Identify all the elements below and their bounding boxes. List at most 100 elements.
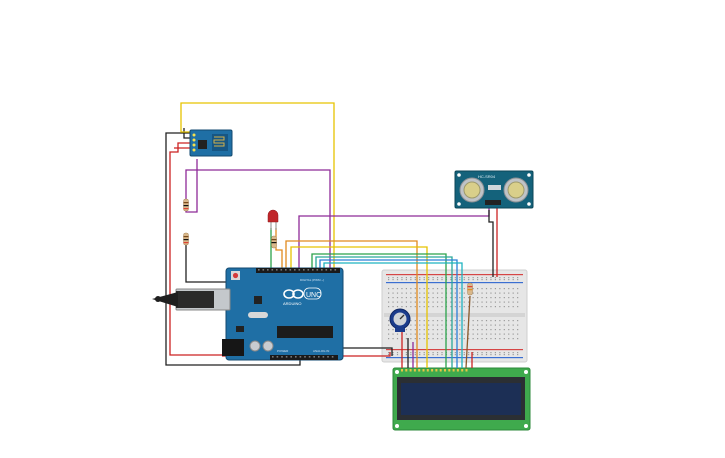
arduino-uno-board[interactable]: UNO ARDUINO DIGITAL (PWM ~) ANALOG IN PO…	[152, 267, 344, 361]
breadboard-hole	[463, 333, 465, 335]
ultrasonic-sensor[interactable]: HC-SR04	[454, 170, 534, 209]
breadboard-hole	[468, 333, 470, 335]
lcd-pin	[444, 369, 446, 372]
breadboard-hole	[494, 288, 496, 290]
wire-orange-led	[275, 228, 283, 268]
wire-cyan-lcd	[323, 262, 463, 368]
lcd-pin	[426, 369, 429, 372]
rail-hole	[472, 277, 474, 279]
breadboard-hole	[508, 333, 510, 335]
wire-black-sensor-gnd	[488, 210, 494, 277]
breadboard-hole	[468, 301, 470, 303]
rail-hole	[512, 354, 514, 356]
rail-hole	[419, 279, 421, 281]
header-pin	[280, 269, 283, 271]
breadboard-hole	[432, 306, 434, 308]
resistor-top[interactable]	[183, 198, 189, 212]
board-brand-label: UNO	[306, 292, 322, 299]
breadboard-hole	[463, 288, 465, 290]
breadboard-hole	[454, 320, 456, 322]
header-pin	[262, 269, 265, 271]
breadboard-hole	[459, 297, 461, 299]
rail-hole	[517, 279, 519, 281]
breadboard-hole	[419, 333, 421, 335]
breadboard-hole	[419, 338, 421, 340]
breadboard-hole	[392, 329, 394, 331]
breadboard-hole	[428, 288, 430, 290]
rail-hole	[481, 354, 483, 356]
breadboard-hole	[503, 301, 505, 303]
header-pin	[276, 269, 278, 271]
lcd-module[interactable]	[392, 367, 531, 431]
digital-header[interactable]	[256, 268, 340, 273]
rail-hole	[477, 277, 479, 279]
breadboard-hole	[481, 288, 483, 290]
breadboard-hole	[396, 306, 399, 308]
breadboard-hole	[450, 338, 452, 340]
breadboard-hole	[481, 324, 483, 326]
breadboard-hole	[441, 306, 443, 308]
lcd-pin	[418, 369, 421, 372]
breadboard-hole	[477, 292, 479, 294]
breadboard-hole	[436, 288, 439, 290]
lcd-pin	[465, 369, 468, 372]
breadboard-hole	[485, 333, 488, 335]
wire-blue-lcd	[319, 259, 458, 368]
rail-hole	[481, 279, 483, 281]
breadboard-hole	[481, 333, 483, 335]
rail-hole	[459, 277, 461, 279]
potentiometer[interactable]	[389, 308, 411, 332]
breadboard-hole	[508, 320, 510, 322]
breadboard-hole	[463, 306, 465, 308]
breadboard-hole	[388, 329, 390, 331]
resistor-backlight[interactable]	[467, 282, 473, 296]
breadboard-hole	[490, 333, 492, 335]
wire-orange-lcd	[285, 240, 418, 368]
breadboard-hole	[508, 329, 510, 331]
lcd-pin	[461, 369, 464, 372]
power-analog-header[interactable]	[270, 355, 338, 360]
rail-hole	[419, 352, 421, 354]
resistor-led[interactable]	[271, 235, 277, 249]
breadboard-hole	[485, 301, 488, 303]
breadboard-hole	[512, 297, 514, 299]
header-pin	[322, 356, 325, 358]
red-led[interactable]	[267, 209, 279, 230]
breadboard-hole	[472, 301, 474, 303]
breadboard-hole	[436, 301, 439, 303]
lcd-pin	[439, 369, 442, 372]
breadboard-hole	[477, 301, 479, 303]
atmega-chip	[277, 326, 333, 338]
breadboard-hole	[432, 333, 434, 335]
breadboard-hole	[517, 333, 519, 335]
power-jack[interactable]	[222, 339, 244, 356]
breadboard-hole	[414, 292, 416, 294]
lcd-pin	[413, 369, 416, 372]
breadboard-hole	[392, 288, 394, 290]
breadboard-hole	[512, 324, 514, 326]
rail-hole	[508, 354, 510, 356]
breadboard-hole	[419, 301, 421, 303]
breadboard-hole	[503, 329, 505, 331]
resistor-bottom[interactable]	[183, 232, 189, 246]
breadboard-hole	[401, 301, 403, 303]
rail-hole	[432, 277, 434, 279]
rail-hole	[410, 354, 412, 356]
breadboard-hole	[468, 306, 470, 308]
breadboard-hole	[428, 324, 430, 326]
breadboard-hole	[499, 297, 501, 299]
rail-hole	[436, 277, 439, 279]
header-pin	[325, 269, 328, 271]
breadboard-hole	[428, 306, 430, 308]
breadboard-hole	[450, 301, 452, 303]
breadboard-hole	[436, 329, 439, 331]
breadboard-hole	[396, 288, 399, 290]
breadboard-hole	[508, 324, 510, 326]
rail-hole	[410, 279, 412, 281]
lcd-pin	[435, 369, 438, 372]
breadboard-hole	[494, 301, 496, 303]
esp8266-module[interactable]	[189, 129, 233, 157]
breadboard-hole	[392, 333, 394, 335]
wire-purple-sensor-trig	[298, 205, 490, 268]
header-pin	[327, 356, 329, 358]
